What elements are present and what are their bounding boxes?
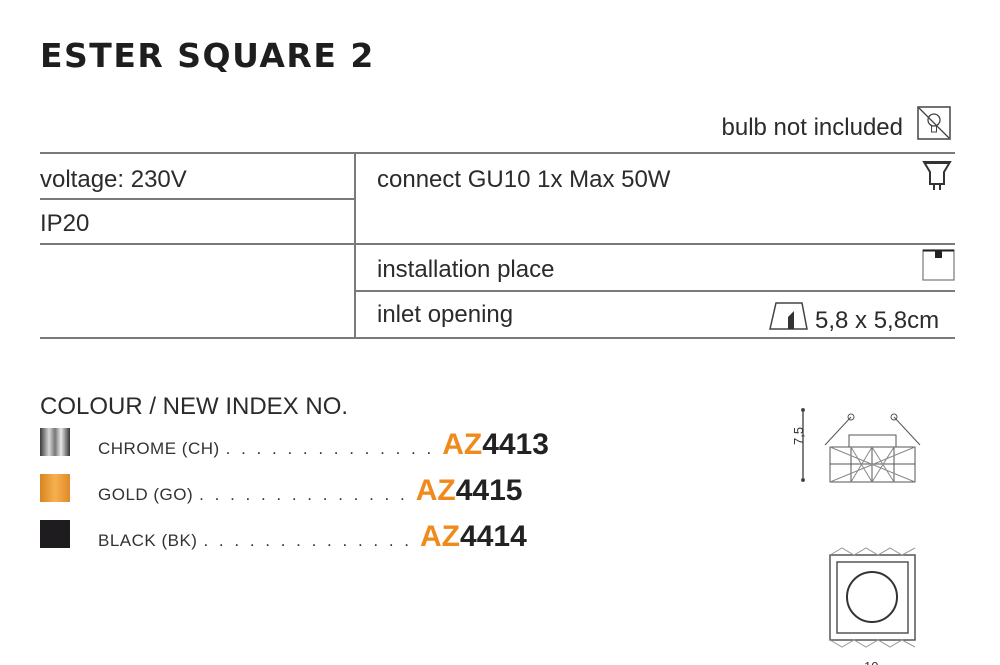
divider: [354, 152, 356, 339]
gold-swatch: [40, 474, 70, 502]
colour-row: GOLD (GO) . . . . . . . . . . . . . . AZ…: [98, 474, 522, 508]
product-title: ESTER SQUARE 2: [40, 36, 375, 75]
installation-place-icon: [922, 249, 955, 281]
inlet-opening-icon: [769, 302, 808, 330]
colour-row: CHROME (CH) . . . . . . . . . . . . . . …: [98, 428, 549, 462]
index-code: AZ4414: [420, 520, 527, 553]
technical-drawing: 7,5 10: [791, 408, 921, 665]
leader-dots: . . . . . . . . . . . . . .: [225, 439, 435, 458]
bulb-note: bulb not included: [721, 114, 903, 141]
chrome-swatch: [40, 428, 70, 456]
colour-name: CHROME (CH): [98, 439, 220, 458]
colour-heading: COLOUR / NEW INDEX NO.: [40, 393, 349, 420]
colour-row: BLACK (BK) . . . . . . . . . . . . . . A…: [98, 520, 527, 554]
leader-dots: . . . . . . . . . . . . . .: [203, 531, 413, 550]
black-swatch: [40, 520, 70, 548]
divider: [40, 198, 355, 200]
bulb-not-included-icon: [917, 106, 951, 140]
inlet-size: 5,8 x 5,8cm: [815, 307, 940, 334]
index-code: AZ4413: [442, 428, 549, 461]
divider: [40, 337, 955, 339]
index-code: AZ4415: [415, 474, 523, 507]
gu10-bulb-icon: [922, 161, 952, 190]
connect-spec: connect GU10 1x Max 50W: [377, 166, 671, 193]
divider: [40, 152, 955, 154]
colour-name: GOLD (GO): [98, 485, 194, 504]
leader-dots: . . . . . . . . . . . . . .: [199, 485, 408, 504]
voltage: voltage: 230V: [40, 166, 187, 193]
installation-place: installation place: [377, 256, 555, 283]
height-dimension: 7,5: [791, 427, 806, 445]
colour-name: BLACK (BK): [98, 531, 198, 550]
divider: [355, 290, 955, 292]
ip-rating: IP20: [40, 210, 90, 237]
divider: [40, 243, 955, 245]
inlet-opening: inlet opening: [377, 301, 514, 328]
width-dimension: 10: [864, 659, 878, 665]
